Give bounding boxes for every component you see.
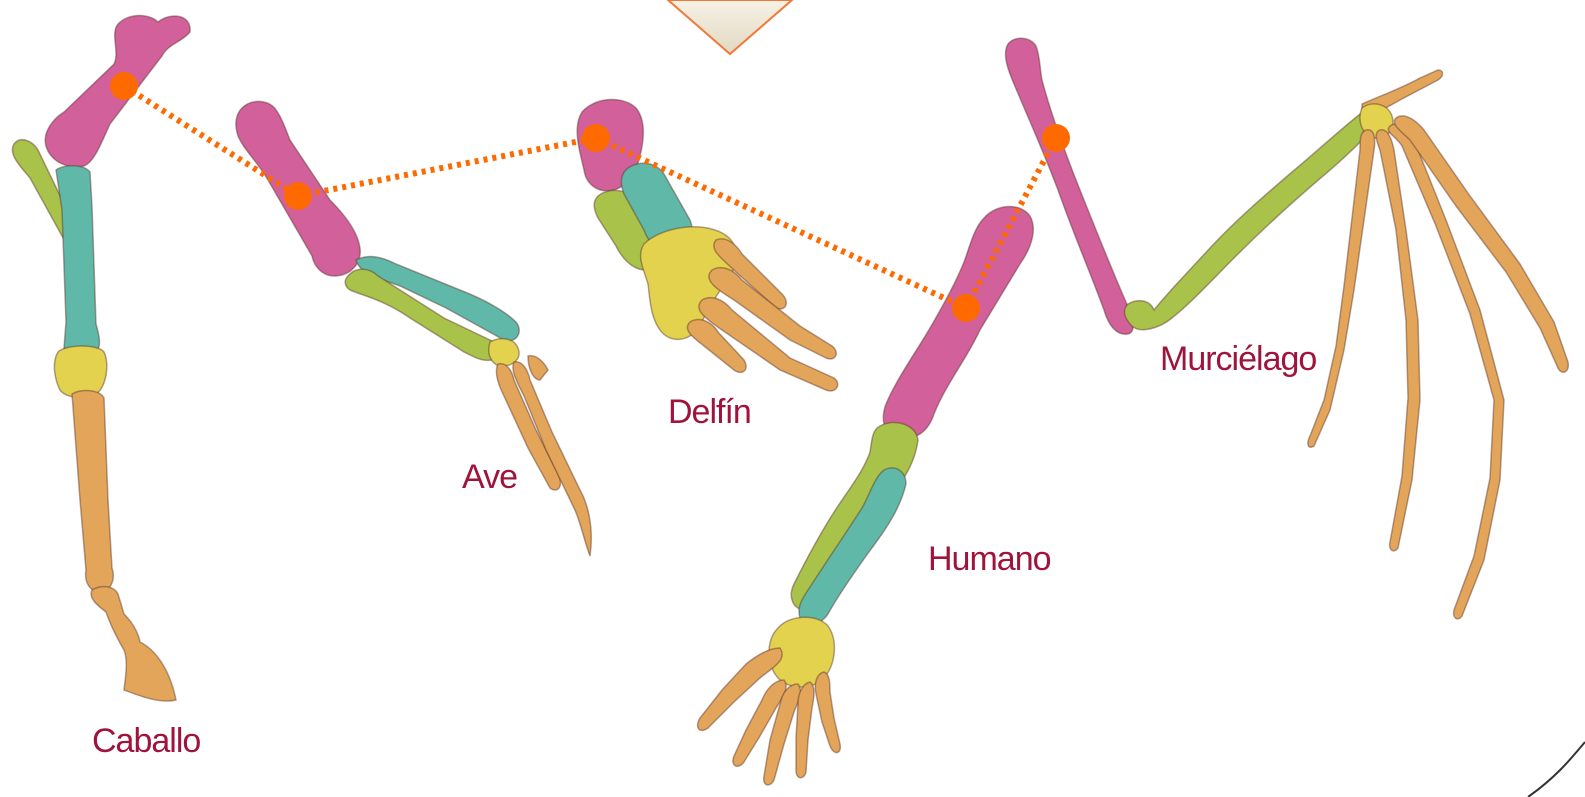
- marker-caballo: [110, 72, 138, 100]
- label-murcielago: Murciélago: [1160, 340, 1316, 379]
- humano-humerus: [883, 206, 1033, 438]
- humano-finger-4: [815, 672, 840, 753]
- caballo-limb: [12, 16, 190, 702]
- ave-digit-3: [528, 356, 548, 380]
- humano-finger-3: [796, 682, 814, 778]
- murcielago-humerus: [1006, 38, 1134, 334]
- label-caballo: Caballo: [92, 722, 200, 761]
- caballo-phalanges: [91, 587, 176, 702]
- label-ave: Ave: [462, 458, 517, 497]
- marker-humano: [952, 294, 980, 322]
- murcielago-limb: [1006, 38, 1569, 619]
- corner-curve: [1528, 742, 1585, 797]
- caballo-carpals: [54, 346, 106, 397]
- humano-radius: [791, 422, 918, 610]
- delfin-limb: [577, 99, 838, 390]
- ave-limb: [236, 101, 591, 556]
- label-humano: Humano: [928, 540, 1051, 579]
- top-pointer-shape: [668, 0, 792, 54]
- caballo-metacarpal: [72, 391, 113, 592]
- marker-murcielago: [1042, 124, 1070, 152]
- caballo-ulna: [56, 166, 100, 356]
- marker-delfin: [582, 124, 610, 152]
- connector-ave-delfin: [298, 138, 596, 196]
- murcielago-digit-3: [1376, 130, 1420, 551]
- marker-ave: [284, 182, 312, 210]
- murcielago-digit-4: [1388, 124, 1504, 619]
- label-delfin: Delfín: [668, 393, 751, 432]
- ave-digit-2: [513, 362, 591, 556]
- murcielago-radius: [1125, 110, 1379, 329]
